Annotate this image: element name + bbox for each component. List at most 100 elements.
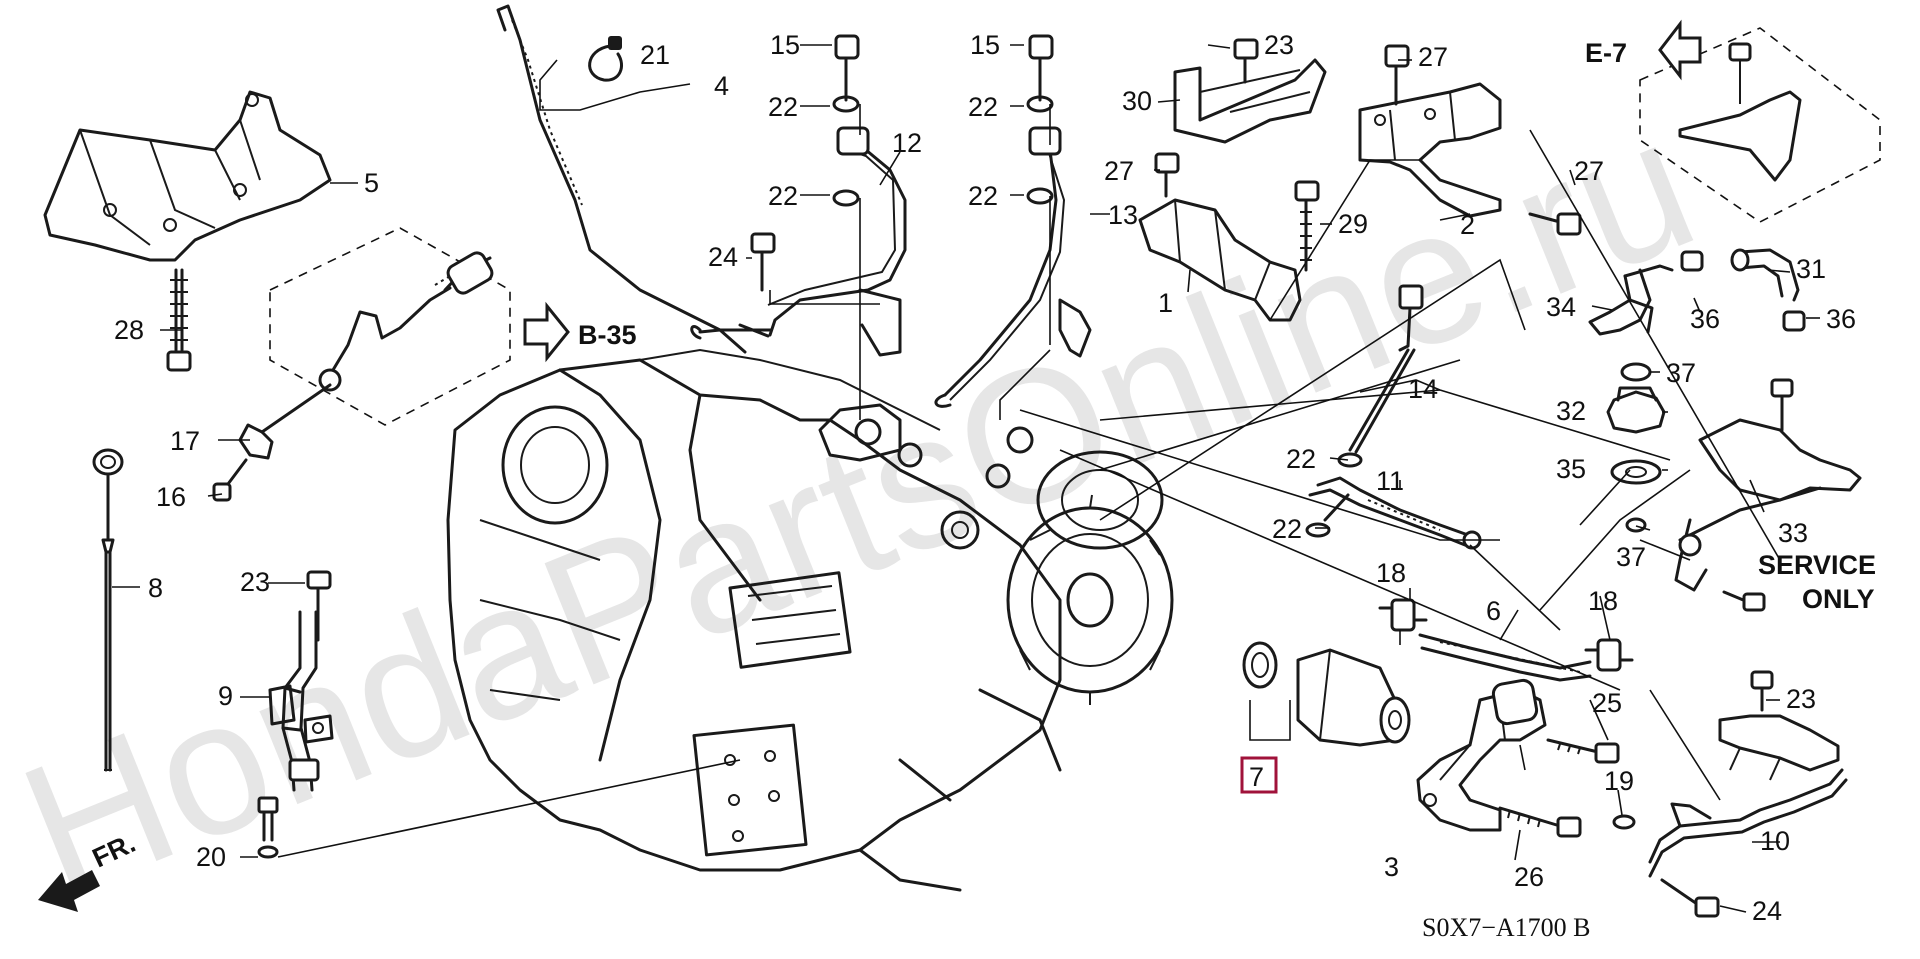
callout-14: 14 — [1408, 374, 1438, 404]
callout-28: 28 — [114, 315, 144, 345]
part-31-hose — [1730, 248, 1800, 302]
callout-16: 16 — [156, 482, 186, 512]
callout-22d: 22 — [968, 181, 998, 211]
highlight-box-7 — [1240, 756, 1278, 794]
part-23-bolt-right — [1750, 670, 1774, 712]
part-14-rod — [1348, 284, 1424, 454]
part-3-bracket — [1416, 678, 1547, 832]
callout-20: 20 — [196, 842, 226, 872]
callout-9: 9 — [218, 681, 233, 711]
callout-11: 11 — [1376, 466, 1404, 496]
part-23-bolt-top — [1233, 38, 1259, 84]
callout-27b: 27 — [1104, 156, 1134, 186]
callout-23c: 23 — [1786, 684, 1816, 714]
callout-32: 32 — [1556, 396, 1586, 426]
callout-7: 7 — [1249, 762, 1264, 792]
callout-15b: 15 — [970, 30, 1000, 60]
callout-22f: 22 — [1272, 514, 1302, 544]
ref-b35: B-35 — [578, 320, 637, 350]
callout-4: 4 — [714, 71, 729, 101]
callout-22c: 22 — [968, 92, 998, 122]
part-18-clamps — [1378, 598, 1634, 672]
part-17-cable-assembly — [238, 227, 511, 460]
callout-8: 8 — [148, 573, 163, 603]
callout-12: 12 — [892, 128, 922, 158]
callout-1: 1 — [1158, 288, 1173, 318]
part-7-filter — [1242, 641, 1411, 747]
part-22-washers — [832, 95, 1363, 538]
callout-29: 29 — [1338, 209, 1368, 239]
callout-37b: 37 — [1616, 542, 1646, 572]
part-5-bracket — [43, 90, 332, 262]
callout-10: 10 — [1760, 826, 1790, 856]
callout-22a: 22 — [768, 92, 798, 122]
part-12-cooler-pipe — [690, 126, 907, 357]
callout-37a: 37 — [1666, 358, 1696, 388]
part-35-washer — [1610, 459, 1662, 485]
part-27-bolts-right — [1384, 44, 1582, 236]
callout-36a: 36 — [1690, 304, 1720, 334]
callout-18a: 18 — [1376, 558, 1406, 588]
callout-34: 34 — [1546, 292, 1576, 322]
part-25-bolt — [1546, 738, 1620, 764]
callout-18b: 18 — [1588, 586, 1618, 616]
part-30-bracket — [1173, 58, 1327, 144]
callout-15a: 15 — [770, 30, 800, 60]
callout-5: 5 — [364, 168, 379, 198]
part-33-service-assembly — [1674, 378, 1862, 612]
callout-27a: 27 — [1418, 42, 1448, 72]
callout-3: 3 — [1384, 852, 1399, 882]
diagram-code: S0X7−A1700 B — [1422, 913, 1591, 942]
callout-22e: 22 — [1286, 444, 1316, 474]
part-32-plug — [1606, 386, 1666, 434]
part-4-breather-pipe — [496, 4, 747, 354]
callout-26: 26 — [1514, 862, 1544, 892]
ref-e7: E-7 — [1585, 38, 1627, 68]
callout-23a: 23 — [240, 567, 270, 597]
part-10-pipe — [1648, 714, 1848, 878]
part-21-clamp — [588, 36, 623, 82]
leader-lines — [112, 44, 1820, 913]
callout-24b: 24 — [1752, 896, 1782, 926]
part-26-bolt — [1498, 806, 1582, 838]
part-9-filler-pipe — [268, 610, 334, 792]
part-2-bracket — [1358, 82, 1502, 218]
part-29-bolt — [1294, 180, 1320, 272]
part-11-rod — [1308, 476, 1482, 550]
part-24-bolt-bottom — [1660, 878, 1720, 918]
part-28-bolt — [166, 268, 192, 372]
callout-23b: 23 — [1264, 30, 1294, 60]
part-34-pipe-fitting — [1588, 264, 1674, 336]
part-8-dipstick — [92, 448, 124, 772]
callout-31: 31 — [1796, 254, 1826, 284]
service-note-line2: ONLY — [1802, 584, 1875, 614]
callout-27c: 27 — [1574, 156, 1604, 186]
callout-33: 33 — [1778, 518, 1808, 548]
callouts: 1 2 3 4 5 6 7 8 9 10 11 12 13 14 15 15 1… — [114, 30, 1856, 926]
e7-arrow: E-7 — [1585, 19, 1702, 81]
callout-22b: 22 — [768, 181, 798, 211]
part-23-bolt-left — [306, 570, 332, 642]
transmission-housing — [446, 348, 1174, 892]
part-24-bolt-top — [750, 232, 776, 292]
part-16-bolt — [212, 458, 248, 502]
callout-25: 25 — [1592, 688, 1622, 718]
part-1-bracket — [1138, 198, 1302, 322]
callout-6: 6 — [1486, 596, 1501, 626]
part-36-clips — [1680, 250, 1806, 332]
callout-17: 17 — [170, 426, 200, 456]
part-15-bolts — [834, 34, 1054, 102]
e7-inset — [1639, 27, 1881, 223]
b35-arrow: B-35 — [523, 301, 637, 363]
part-20-drain-washer — [257, 796, 279, 859]
callout-19: 19 — [1604, 766, 1634, 796]
part-6-hose — [1418, 633, 1592, 682]
callout-35: 35 — [1556, 454, 1586, 484]
callout-13: 13 — [1108, 200, 1138, 230]
service-note-line1: SERVICE — [1758, 550, 1876, 580]
callout-2: 2 — [1460, 210, 1475, 240]
part-27-bolt-center — [1154, 152, 1180, 198]
callout-21: 21 — [640, 40, 670, 70]
callout-36b: 36 — [1826, 304, 1856, 334]
